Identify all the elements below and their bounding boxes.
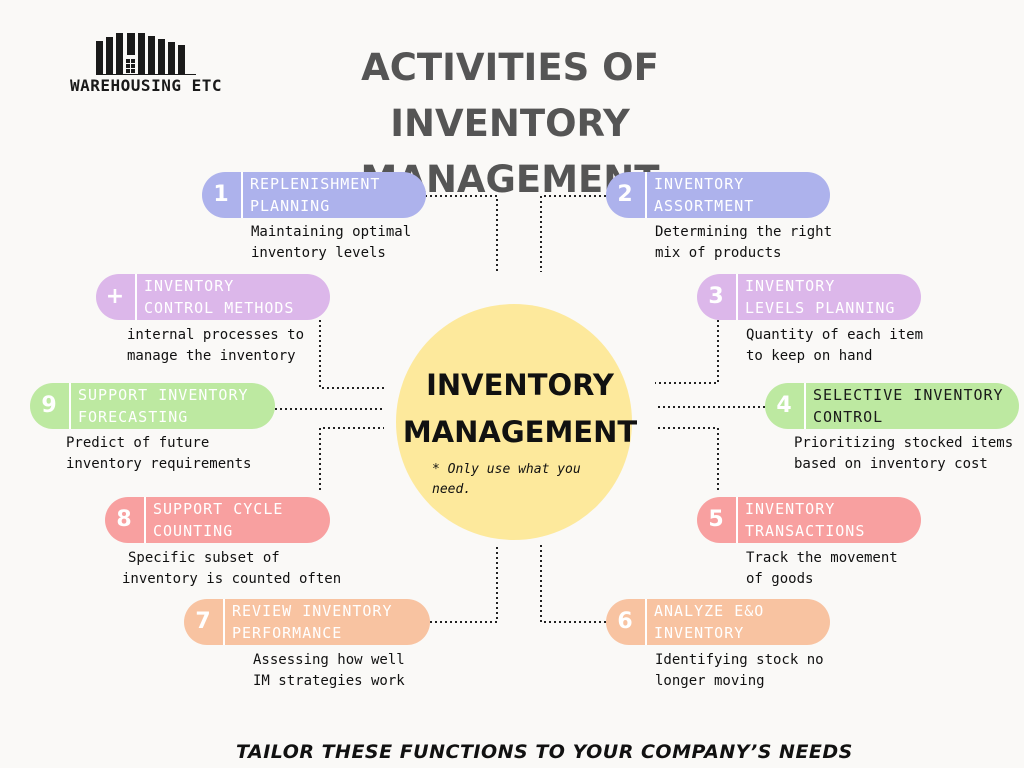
activity-number: 2 xyxy=(617,182,633,207)
pill-divider xyxy=(645,172,647,218)
center-circle xyxy=(396,304,632,540)
title-line-1: ACTIVITIES OF INVENTORY xyxy=(361,46,659,145)
pill-divider xyxy=(804,383,806,429)
center-title-line-1: INVENTORY xyxy=(426,368,614,402)
activity-number: 1 xyxy=(213,182,229,207)
connector-8 xyxy=(319,427,384,490)
connector-6 xyxy=(540,545,606,623)
center-title-line-2: MANAGEMENT xyxy=(402,415,638,449)
connector-7 xyxy=(430,545,498,623)
activity-number: 7 xyxy=(195,609,211,634)
center-note: * Only use what you need. xyxy=(432,460,622,500)
activity-number: 8 xyxy=(116,507,132,532)
pill-divider xyxy=(645,599,647,645)
activity-number: + xyxy=(105,284,125,309)
pill-divider xyxy=(135,274,137,320)
pill-divider xyxy=(223,599,225,645)
center-note-line-2: need. xyxy=(432,482,472,497)
activity-number: 3 xyxy=(708,284,724,309)
pill-divider xyxy=(241,172,243,218)
pill-divider xyxy=(736,497,738,543)
warehouse-icon xyxy=(96,33,196,75)
activity-number: 4 xyxy=(776,393,792,418)
connector-1 xyxy=(425,195,498,272)
footer-tagline: TAILOR THESE FUNCTIONS TO YOUR COMPANY’S… xyxy=(236,741,853,763)
pill-divider xyxy=(69,383,71,429)
center-note-line-1: * Only use what you xyxy=(432,462,581,477)
activity-number: 9 xyxy=(41,393,57,418)
connector-5 xyxy=(655,427,719,490)
connector-3 xyxy=(655,320,719,384)
warehousing-etc-logo: WAREHOUSING ETC xyxy=(62,33,230,99)
connector-plus xyxy=(319,320,384,389)
logo-text: WAREHOUSING ETC xyxy=(70,76,222,95)
pill-divider xyxy=(736,274,738,320)
activity-number: 6 xyxy=(617,609,633,634)
connector-2 xyxy=(540,195,606,272)
center-title: INVENTORY MANAGEMENT xyxy=(396,362,644,456)
pill-divider xyxy=(144,497,146,543)
activity-number: 5 xyxy=(708,507,724,532)
